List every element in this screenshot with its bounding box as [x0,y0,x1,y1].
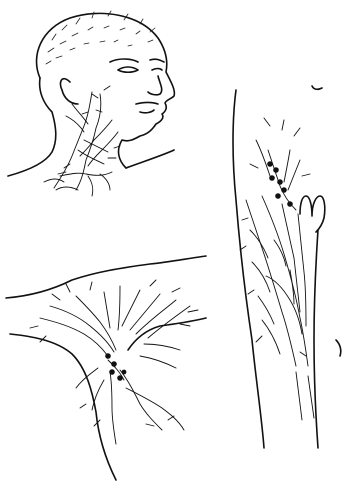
lymph-node [267,161,273,167]
neck-back-outline [8,78,56,176]
inguinal-nodes [267,161,293,207]
ear-outline [60,79,78,104]
lymph-node [105,353,111,359]
lymph-node [277,179,283,185]
leg-inner-outline [314,230,318,448]
mouth [136,103,158,113]
lymph-node [281,187,287,193]
lymph-node [287,201,293,207]
lymph-node [273,167,279,173]
axillary-nodes [105,353,126,381]
lymph-node [111,361,117,367]
lymph-node [269,175,275,181]
leg-outer-outline [233,90,264,448]
axilla-panel [6,256,206,480]
lymph-node [117,375,123,381]
hair-texture [46,11,155,64]
eye-right [152,69,162,71]
lymph-node [109,369,115,375]
groin-mark [300,196,325,232]
knee-mark [336,340,341,356]
shoulder-outline [126,150,174,168]
head-neck-panel [8,11,174,196]
lymph-node [122,370,127,375]
head-outline [37,13,175,168]
navel-mark [312,86,322,89]
torso-left-outline [10,334,116,480]
arm-top-outline [6,256,206,298]
lymph-node [275,193,281,199]
leg-panel [233,86,341,448]
leg-lymph-vessels [240,118,314,420]
nose [148,76,162,95]
eyebrow [110,59,164,62]
eye [118,67,138,72]
